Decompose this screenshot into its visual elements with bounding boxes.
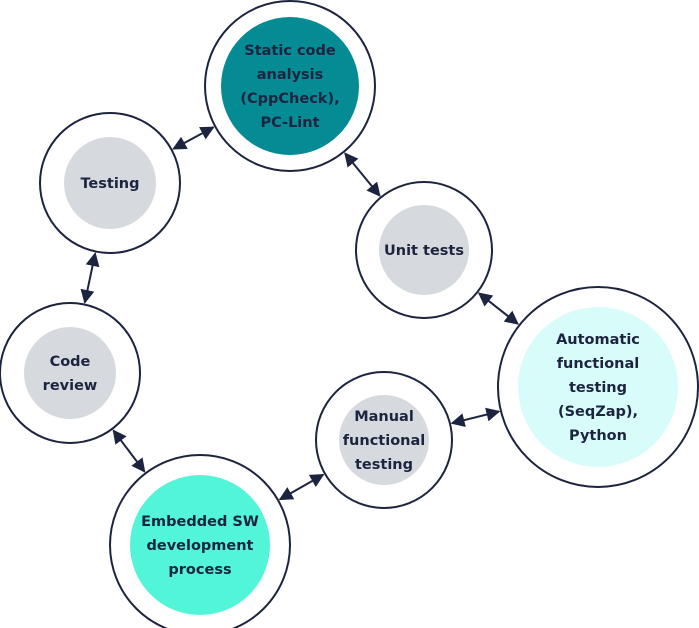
node-label-line: Testing: [80, 176, 139, 192]
node-label-line: (SeqZap),: [558, 404, 638, 420]
node-label-line: development: [146, 538, 253, 554]
node-inner-disc: [221, 17, 359, 155]
node-label-line: analysis: [257, 67, 324, 83]
node-unit: Unit tests: [355, 181, 493, 319]
arrow-testing-static: [172, 126, 215, 150]
node-inner-disc: [339, 395, 429, 485]
node-label-line: Unit tests: [384, 243, 464, 259]
arrow-static-unit: [344, 152, 381, 197]
node-embedded: Embedded SW development process: [109, 454, 291, 628]
node-label-line: Code: [50, 354, 91, 370]
node-label-line: (CppCheck),: [240, 91, 339, 107]
arrow-unit-auto: [477, 292, 519, 325]
node-label-line: PC-Lint: [260, 115, 319, 131]
node-inner-disc: [379, 205, 469, 295]
node-manual: Manual functional testing: [315, 371, 453, 509]
arrow-auto-manual: [450, 407, 501, 427]
node-inner-disc: [518, 307, 678, 467]
node-static: Static code analysis (CppCheck), PC-Lint: [204, 0, 376, 172]
node-label-line: review: [43, 378, 98, 394]
node-review: Code review: [0, 302, 141, 444]
node-inner-disc: [64, 137, 156, 229]
node-label-line: testing: [355, 457, 413, 473]
node-label-line: functional: [557, 356, 640, 372]
arrow-embedded-review: [112, 429, 146, 473]
arrow-manual-embedded: [278, 473, 325, 501]
node-label-line: Python: [569, 428, 627, 444]
node-label-line: Manual: [354, 409, 414, 425]
node-testing: Testing: [39, 112, 181, 254]
arrow-review-testing: [80, 252, 100, 304]
node-label-line: process: [168, 562, 231, 578]
node-label-line: Automatic: [556, 332, 640, 348]
node-label-line: Static code: [244, 43, 336, 59]
node-label-line: functional: [343, 433, 426, 449]
node-label-line: Embedded SW: [141, 514, 259, 530]
node-inner-disc: [24, 327, 116, 419]
node-label-line: testing: [569, 380, 627, 396]
node-inner-disc: [130, 475, 270, 615]
node-auto: Automatic functional testing (SeqZap), Pytho…: [497, 286, 699, 488]
